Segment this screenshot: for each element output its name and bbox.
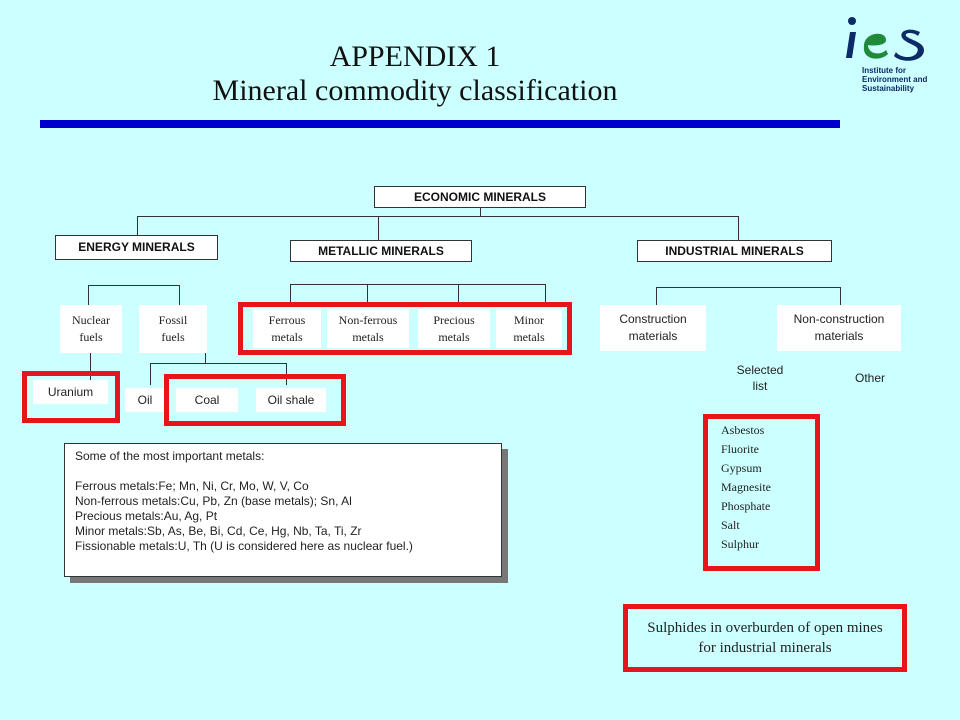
node-metallic-minerals: METALLIC MINERALS	[290, 240, 472, 262]
selected-list: Asbestos Fluorite Gypsum Magnesite Phosp…	[721, 421, 811, 554]
connector	[656, 287, 840, 288]
connector	[137, 216, 138, 238]
connector	[480, 208, 481, 216]
list-item: Fluorite	[721, 442, 759, 456]
note-heading: Some of the most important metals:	[75, 449, 265, 463]
node-oil: Oil	[125, 388, 165, 412]
highlight-coal-oil-shale	[164, 374, 346, 426]
sulphides-callout: Sulphides in overburden of open mines fo…	[623, 604, 907, 672]
node-economic-minerals: ECONOMIC MINERALS	[374, 186, 586, 208]
list-item: Salt	[721, 518, 740, 532]
node-ferrous-metals: Ferrous metals	[253, 309, 321, 348]
title-underline	[40, 120, 840, 128]
note-line: Fissionable metals:U, Th (U is considere…	[75, 539, 413, 553]
page-title: APPENDIX 1	[329, 40, 501, 73]
list-item: Phosphate	[721, 499, 771, 513]
list-item: Sulphur	[721, 537, 760, 551]
connector	[137, 216, 738, 217]
node-coal: Coal	[176, 388, 238, 412]
connector	[840, 287, 841, 309]
node-energy-minerals: ENERGY MINERALS	[55, 235, 218, 260]
connector	[179, 285, 180, 305]
ies-logo-mark	[846, 17, 924, 61]
highlight-selected-list	[703, 414, 820, 571]
node-non-construction-materials: Non-construction materials	[777, 305, 901, 351]
node-fossil-fuels: Fossil fuels	[139, 305, 207, 353]
node-uranium: Uranium	[33, 380, 108, 404]
connector	[458, 284, 459, 306]
connector	[150, 363, 286, 364]
list-item: Gypsum	[721, 461, 762, 475]
label-selected-list: Selected list	[736, 363, 784, 393]
connector	[88, 285, 179, 286]
connector	[367, 284, 368, 306]
connector	[290, 284, 546, 285]
highlight-metals	[238, 302, 572, 355]
node-construction-materials: Construction materials	[600, 305, 706, 351]
ies-logo: Institute for Environment and Sustainabi…	[840, 12, 950, 93]
connector	[290, 284, 291, 306]
connector	[656, 287, 657, 309]
node-oil-shale: Oil shale	[256, 388, 326, 412]
connector	[88, 285, 89, 305]
note-line: Non-ferrous metals:Cu, Pb, Zn (base meta…	[75, 494, 352, 508]
label-other: Other	[854, 371, 885, 385]
metals-note: Some of the most important metals: Ferro…	[64, 443, 502, 577]
node-nuclear-fuels: Nuclear fuels	[60, 305, 122, 353]
list-item: Magnesite	[721, 480, 771, 494]
node-minor-metals: Minor metals	[496, 309, 562, 348]
note-line: Ferrous metals:Fe; Mn, Ni, Cr, Mo, W, V,…	[75, 479, 309, 493]
logo-text-1: Institute for	[862, 66, 906, 75]
note-line: Minor metals:Sb, As, Be, Bi, Cd, Ce, Hg,…	[75, 524, 362, 538]
node-non-ferrous-metals: Non-ferrous metals	[327, 309, 409, 348]
connector	[150, 363, 151, 385]
connector	[205, 353, 206, 363]
list-item: Asbestos	[721, 423, 765, 437]
highlight-uranium	[22, 371, 120, 423]
logo-text-3: Sustainability	[862, 84, 915, 93]
page-subtitle: Mineral commodity classification	[212, 74, 618, 107]
node-industrial-minerals: INDUSTRIAL MINERALS	[637, 240, 832, 262]
logo-text-2: Environment and	[862, 75, 928, 84]
connector	[378, 216, 379, 240]
connector	[738, 216, 739, 240]
connector	[545, 284, 546, 306]
note-line: Precious metals:Au, Ag, Pt	[75, 509, 218, 523]
node-precious-metals: Precious metals	[418, 309, 490, 348]
connector	[90, 353, 91, 383]
